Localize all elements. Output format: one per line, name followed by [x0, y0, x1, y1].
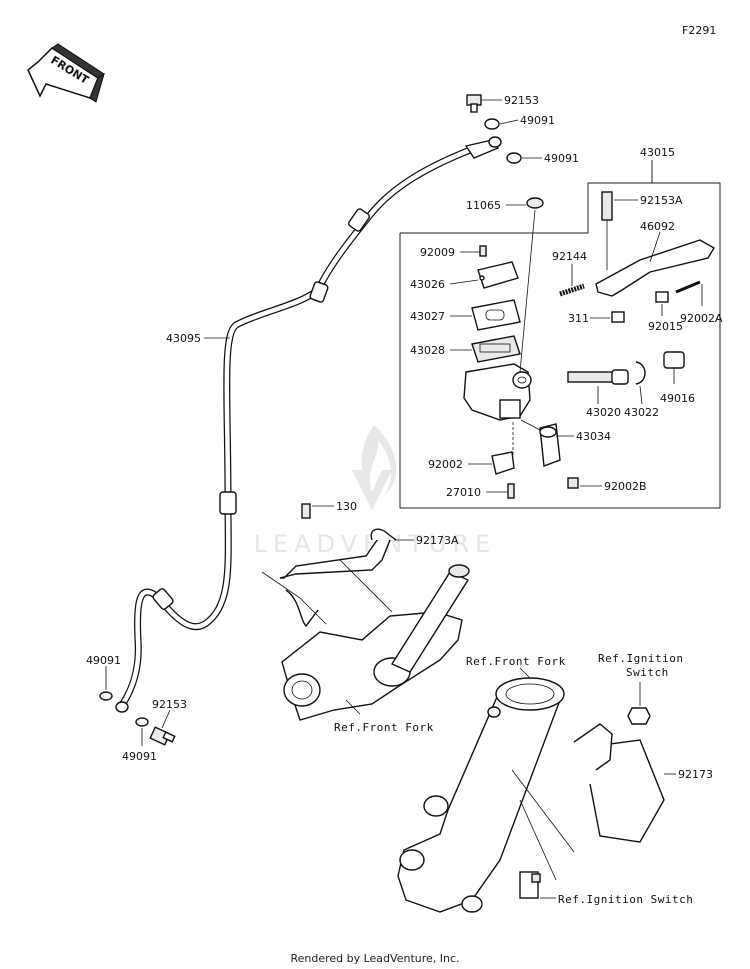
label-92002: 92002	[428, 458, 463, 471]
label-92173: 92173	[678, 768, 713, 781]
steering-stem-bracket	[261, 503, 470, 721]
label-92173A: 92173A	[416, 534, 459, 547]
label-27010: 27010	[446, 486, 481, 499]
label-43015: 43015	[640, 146, 675, 159]
banjo-bolt-bottom	[149, 726, 176, 746]
label-ref-front-fork-b: Ref.Front Fork	[466, 655, 566, 668]
label-49091-a: 49091	[520, 114, 555, 127]
label-92009: 92009	[420, 246, 455, 259]
figure-code: F2291	[682, 24, 716, 37]
label-92153-bottom: 92153	[152, 698, 187, 711]
banjo-bolt-top	[466, 94, 482, 113]
label-43028: 43028	[410, 344, 445, 357]
master-cylinder-assembly	[399, 160, 721, 509]
label-92002B: 92002B	[604, 480, 647, 493]
label-92153A: 92153A	[640, 194, 683, 207]
label-43020: 43020	[586, 406, 621, 419]
spring-92144	[559, 283, 585, 297]
label-ref-front-fork-a: Ref.Front Fork	[334, 721, 434, 734]
label-92153-top: 92153	[504, 94, 539, 107]
label-11065: 11065	[466, 199, 501, 212]
label-92015: 92015	[648, 320, 683, 333]
brake-hose	[115, 136, 502, 713]
label-49091-d: 49091	[122, 750, 157, 763]
label-43026: 43026	[410, 278, 445, 291]
label-43027: 43027	[410, 310, 445, 323]
footer-credit: Rendered by LeadVenture, Inc.	[290, 952, 460, 965]
washer-49091-d	[135, 717, 149, 727]
washer-49091-c	[99, 691, 113, 701]
label-92144: 92144	[552, 250, 587, 263]
label-43034: 43034	[576, 430, 611, 443]
front-arrow-icon: FRONT	[27, 43, 105, 103]
washer-49091-a	[484, 118, 500, 130]
label-130: 130	[336, 500, 357, 513]
label-49016: 49016	[660, 392, 695, 405]
label-ref-ignition-b: Ref.Ignition Switch	[558, 893, 693, 906]
label-43022: 43022	[624, 406, 659, 419]
washer-49091-b	[506, 152, 522, 164]
label-ref-ignition-a2: Switch	[626, 666, 669, 679]
label-311: 311	[568, 312, 589, 325]
label-43095: 43095	[166, 332, 201, 345]
label-ref-ignition-a: Ref.Ignition	[598, 652, 683, 665]
label-49091-c: 49091	[86, 654, 121, 667]
label-92002A: 92002A	[680, 312, 723, 325]
label-49091-b: 49091	[544, 152, 579, 165]
label-46092: 46092	[640, 220, 675, 233]
front-fork-lower	[397, 677, 665, 913]
